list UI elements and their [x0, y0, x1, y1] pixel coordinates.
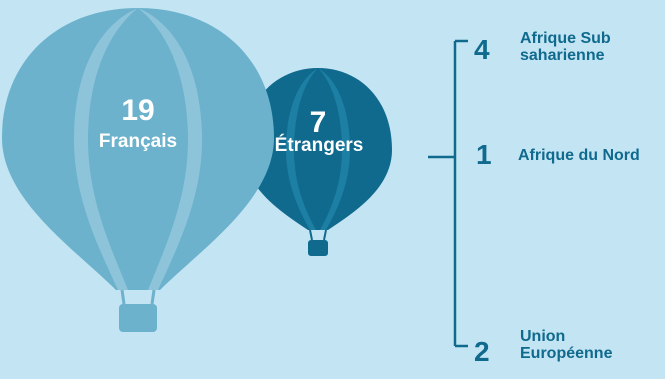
etrangers-stripe — [286, 68, 318, 230]
breakdown-count-afrique-sub: 4 — [474, 34, 490, 65]
francais-envelope — [2, 8, 274, 290]
francais-stripe-right — [138, 8, 202, 290]
francais-balloon — [2, 8, 274, 332]
breakdown-bracket — [428, 39, 468, 348]
etrangers-stripe-right — [318, 68, 350, 230]
francais-stripe-left — [74, 8, 138, 290]
francais-count: 19 — [121, 94, 155, 127]
etrangers-basket — [308, 240, 328, 256]
breakdown-label-afrique-sub-line1: Afrique Sub — [520, 30, 611, 47]
breakdown-count-union-europeenne: 2 — [474, 336, 490, 367]
francais-label: Français — [98, 131, 178, 152]
etrangers-label: Étrangers — [274, 135, 364, 156]
etrangers-envelope — [244, 68, 392, 230]
etrangers-count: 7 — [309, 106, 327, 139]
etrangers-balloon — [244, 68, 392, 256]
breakdown-label-union-europeenne-line2: Européenne — [520, 345, 613, 362]
breakdown-label-union-europeenne-line1: Union — [520, 328, 566, 345]
breakdown-label-afrique-nord: Afrique du Nord — [518, 147, 640, 164]
francais-basket — [119, 304, 157, 332]
breakdown-label-afrique-sub-line2: saharienne — [520, 47, 605, 64]
breakdown-count-afrique-nord: 1 — [476, 139, 492, 170]
